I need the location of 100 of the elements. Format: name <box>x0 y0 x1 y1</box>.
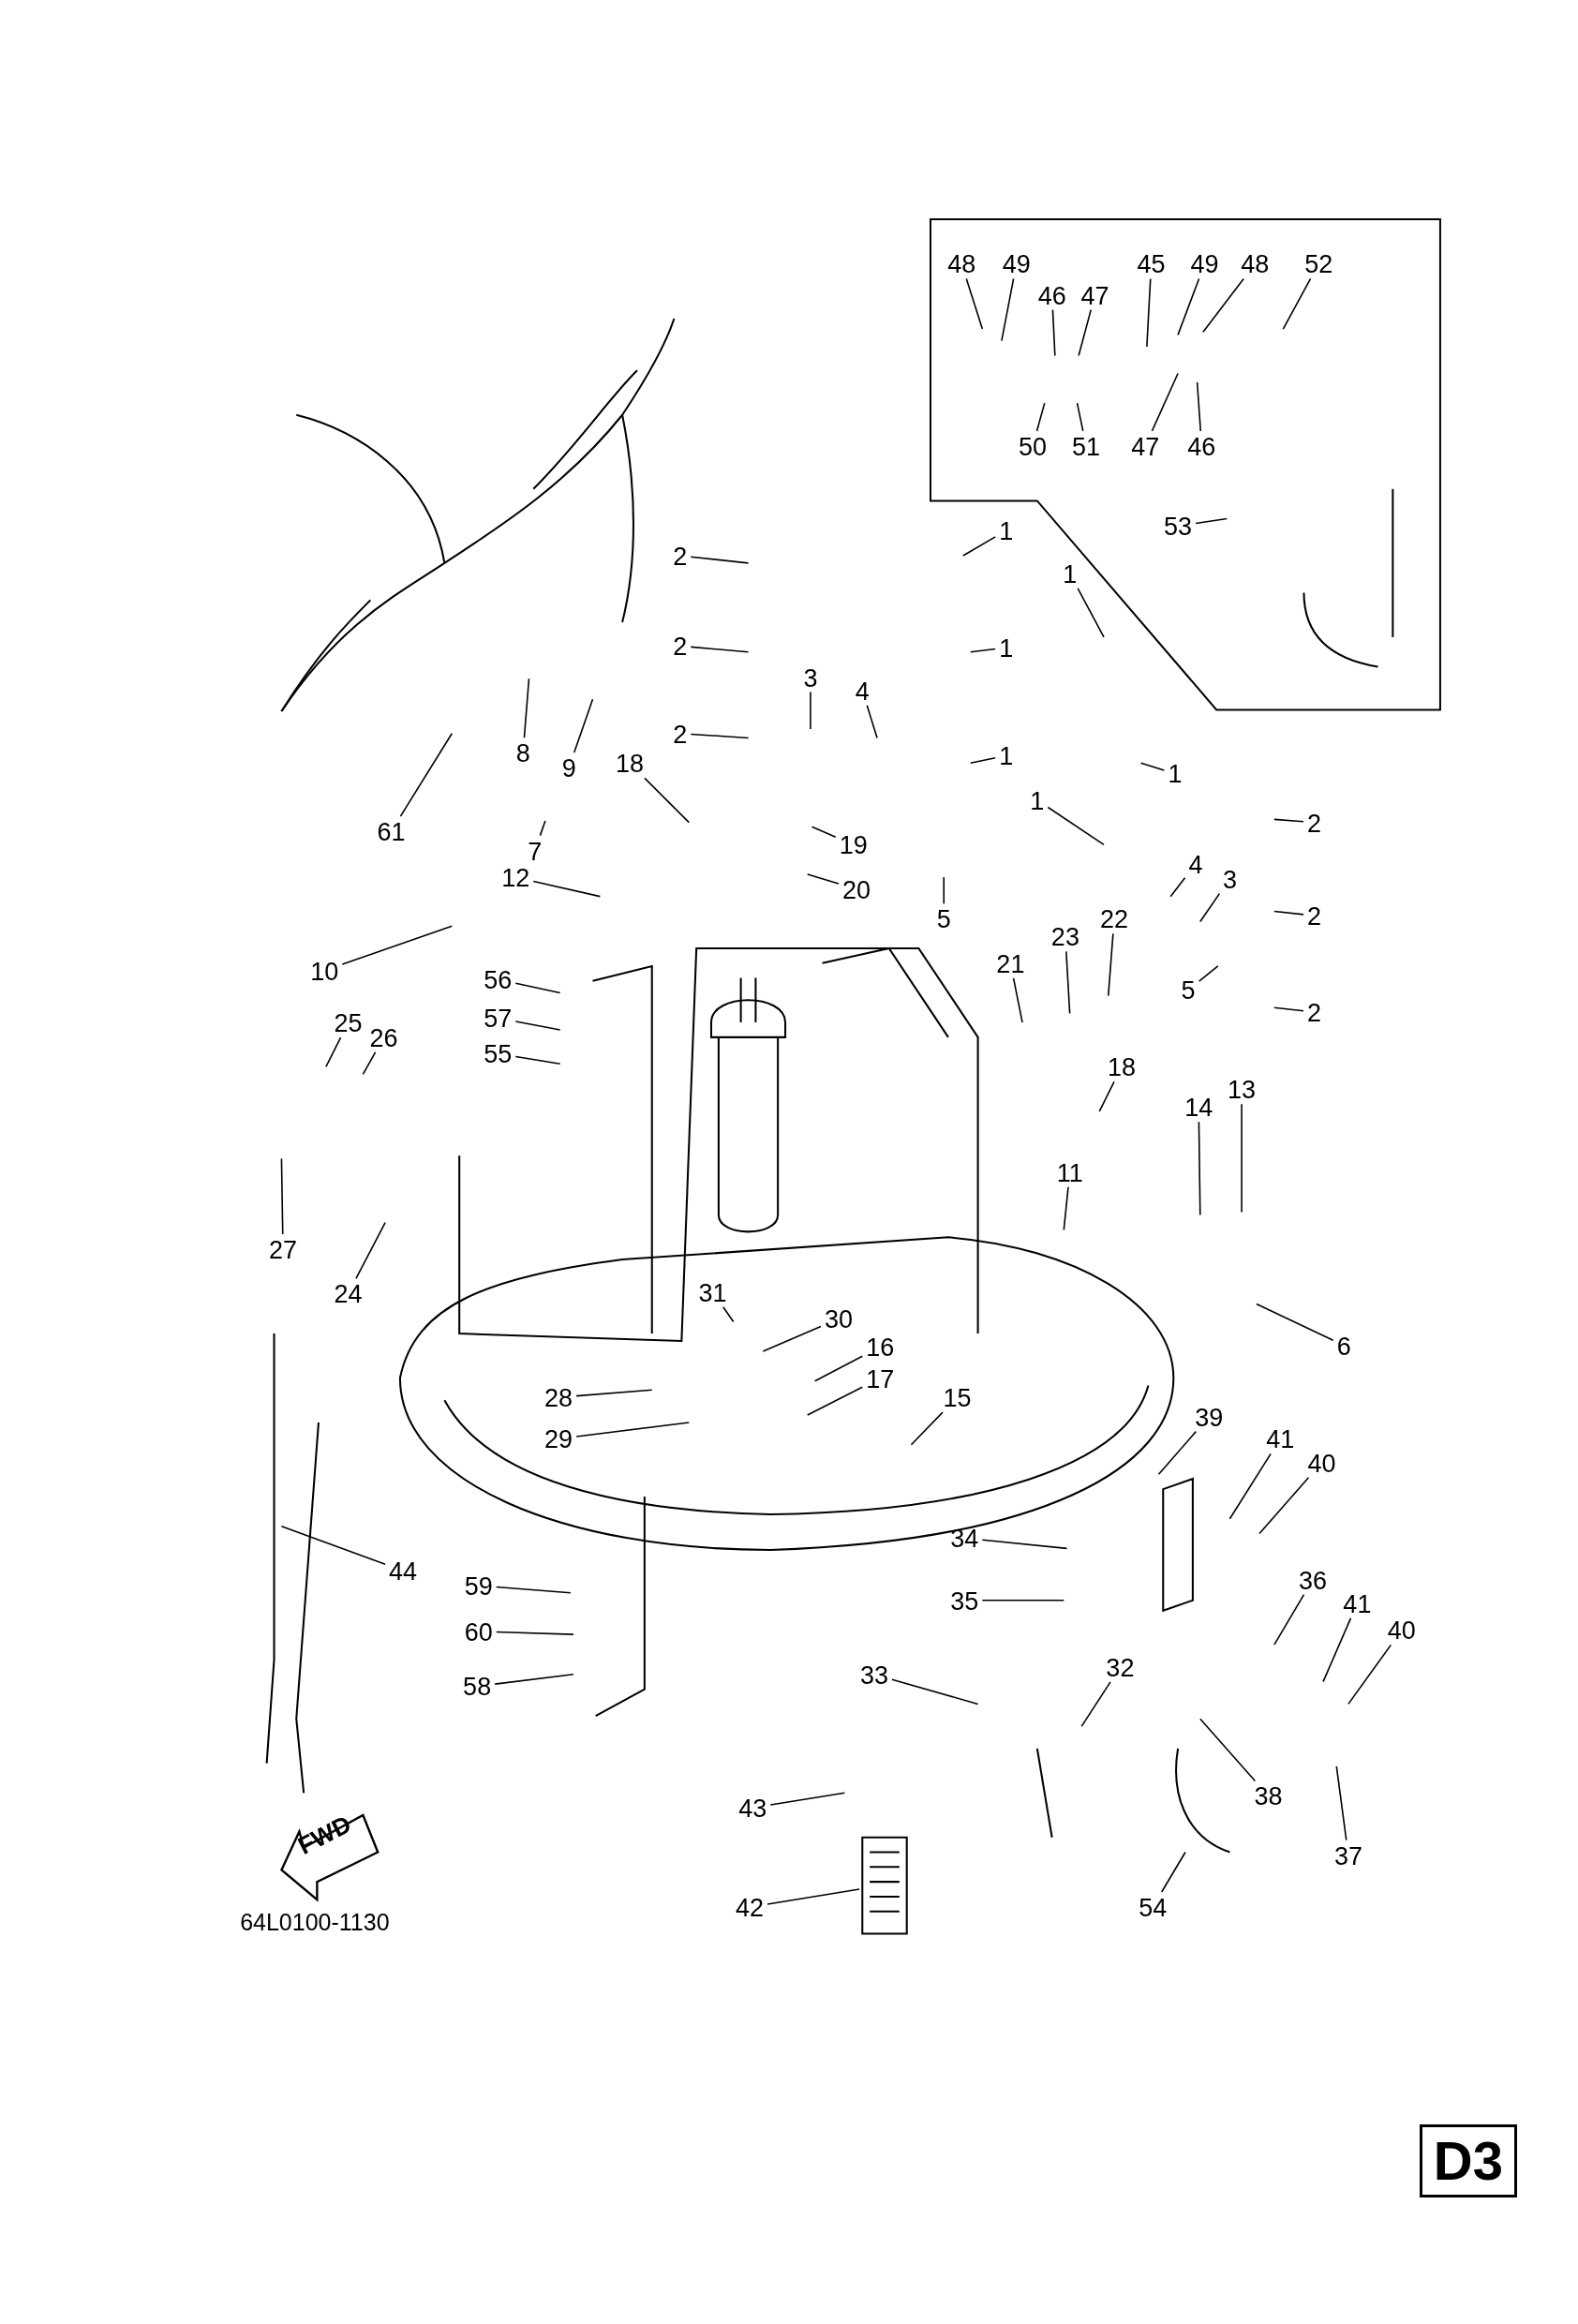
leader-line <box>1273 1593 1305 1646</box>
callout-number: 1 <box>1029 786 1046 815</box>
leader-line <box>910 1411 944 1446</box>
leader-line <box>981 1599 1065 1601</box>
callout-number: 42 <box>735 1894 766 1922</box>
leader-line <box>355 1221 386 1280</box>
leader-line <box>1146 277 1152 348</box>
page-code: D3 <box>1419 2124 1517 2198</box>
callout-number: 13 <box>1227 1076 1258 1105</box>
callout-number: 48 <box>946 250 977 279</box>
callout-number: 18 <box>1106 1053 1137 1082</box>
leader-line <box>806 873 840 885</box>
leader-line <box>1076 402 1084 432</box>
leader-line <box>969 648 996 653</box>
leader-line <box>514 1055 561 1065</box>
callout-number: 46 <box>1036 281 1067 310</box>
leader-line <box>1107 932 1114 997</box>
leader-line <box>813 1355 864 1382</box>
leader-line <box>1198 965 1219 982</box>
leader-line <box>1258 1476 1310 1535</box>
callout-number: 37 <box>1332 1841 1363 1870</box>
leader-line <box>280 1157 284 1235</box>
callout-number: 1 <box>1062 559 1079 588</box>
callout-number: 56 <box>483 966 514 995</box>
callout-number: 29 <box>543 1425 574 1454</box>
leader-line <box>341 925 454 965</box>
leader-line <box>1157 1430 1198 1476</box>
leader-line <box>1035 402 1046 432</box>
callout-number: 22 <box>1099 905 1130 934</box>
leader-line <box>575 1422 691 1438</box>
callout-number: 32 <box>1105 1653 1136 1682</box>
leader-line <box>767 1888 860 1905</box>
leader-line <box>495 1631 574 1635</box>
leader-line <box>1273 910 1304 916</box>
leader-line <box>965 277 984 330</box>
leader-line <box>1282 277 1312 330</box>
leader-line <box>969 757 996 765</box>
callout-number: 23 <box>1050 923 1080 952</box>
callout-number: 40 <box>1306 1449 1337 1478</box>
callout-number: 48 <box>1240 250 1271 279</box>
leader-line <box>573 698 594 753</box>
leader-line <box>514 982 561 994</box>
leader-line <box>1047 806 1105 846</box>
leader-line <box>1151 372 1179 432</box>
leader-line <box>532 880 602 898</box>
callout-number: 19 <box>838 831 869 860</box>
leader-line <box>1012 977 1023 1023</box>
leader-line <box>1077 588 1105 638</box>
leader-line <box>1139 762 1166 771</box>
leader-line <box>1198 1121 1201 1216</box>
callout-number: 47 <box>1130 432 1161 461</box>
callout-number: 47 <box>1079 281 1110 310</box>
leader-line <box>1078 308 1093 357</box>
callout-number: 30 <box>823 1305 854 1334</box>
callout-number: 44 <box>388 1557 419 1587</box>
leader-line <box>1347 1644 1392 1706</box>
leader-line <box>539 820 546 837</box>
leader-line <box>1196 381 1202 432</box>
leader-line <box>891 1678 979 1706</box>
leader-line <box>1273 818 1304 823</box>
callout-number: 5 <box>1180 976 1197 1006</box>
leader-line <box>1160 1851 1186 1893</box>
callout-number: 3 <box>802 663 819 693</box>
leader-line <box>514 1020 561 1031</box>
leader-line <box>1322 1617 1352 1683</box>
callout-number: 3 <box>1221 865 1238 894</box>
leader-line <box>981 1539 1068 1550</box>
callout-number: 46 <box>1186 432 1217 461</box>
leader-line <box>523 678 530 739</box>
leader-line <box>811 826 837 838</box>
leader-line <box>1273 1006 1304 1012</box>
callout-number: 2 <box>1306 902 1323 931</box>
leader-line <box>1228 1452 1272 1520</box>
callout-number: 2 <box>1306 809 1323 838</box>
callout-number: 24 <box>333 1280 364 1309</box>
leader-line <box>762 1325 822 1352</box>
callout-number: 2 <box>672 720 689 749</box>
leader-line <box>1001 277 1015 342</box>
callout-number: 1 <box>998 742 1015 771</box>
callout-number: 14 <box>1184 1094 1214 1123</box>
callout-number: 35 <box>949 1587 980 1616</box>
leader-line <box>1202 277 1244 333</box>
leader-line <box>280 1525 386 1565</box>
leader-line <box>1169 876 1186 898</box>
leader-line <box>722 1306 735 1323</box>
callout-number: 2 <box>1306 998 1323 1027</box>
callout-number: 53 <box>1163 513 1194 542</box>
callout-number: 57 <box>483 1005 514 1034</box>
callout-number: 15 <box>942 1384 973 1413</box>
callout-number: 51 <box>1071 432 1101 461</box>
callout-number: 25 <box>333 1009 364 1038</box>
leader-line <box>690 733 750 739</box>
leader-line <box>866 705 878 739</box>
callout-number: 9 <box>560 754 577 783</box>
callout-number: 1 <box>1167 760 1184 789</box>
leader-line <box>362 1051 377 1076</box>
callout-number: 49 <box>1189 250 1220 279</box>
leader-line <box>690 556 750 564</box>
callout-number: 39 <box>1194 1403 1225 1432</box>
leader-line <box>644 777 691 824</box>
